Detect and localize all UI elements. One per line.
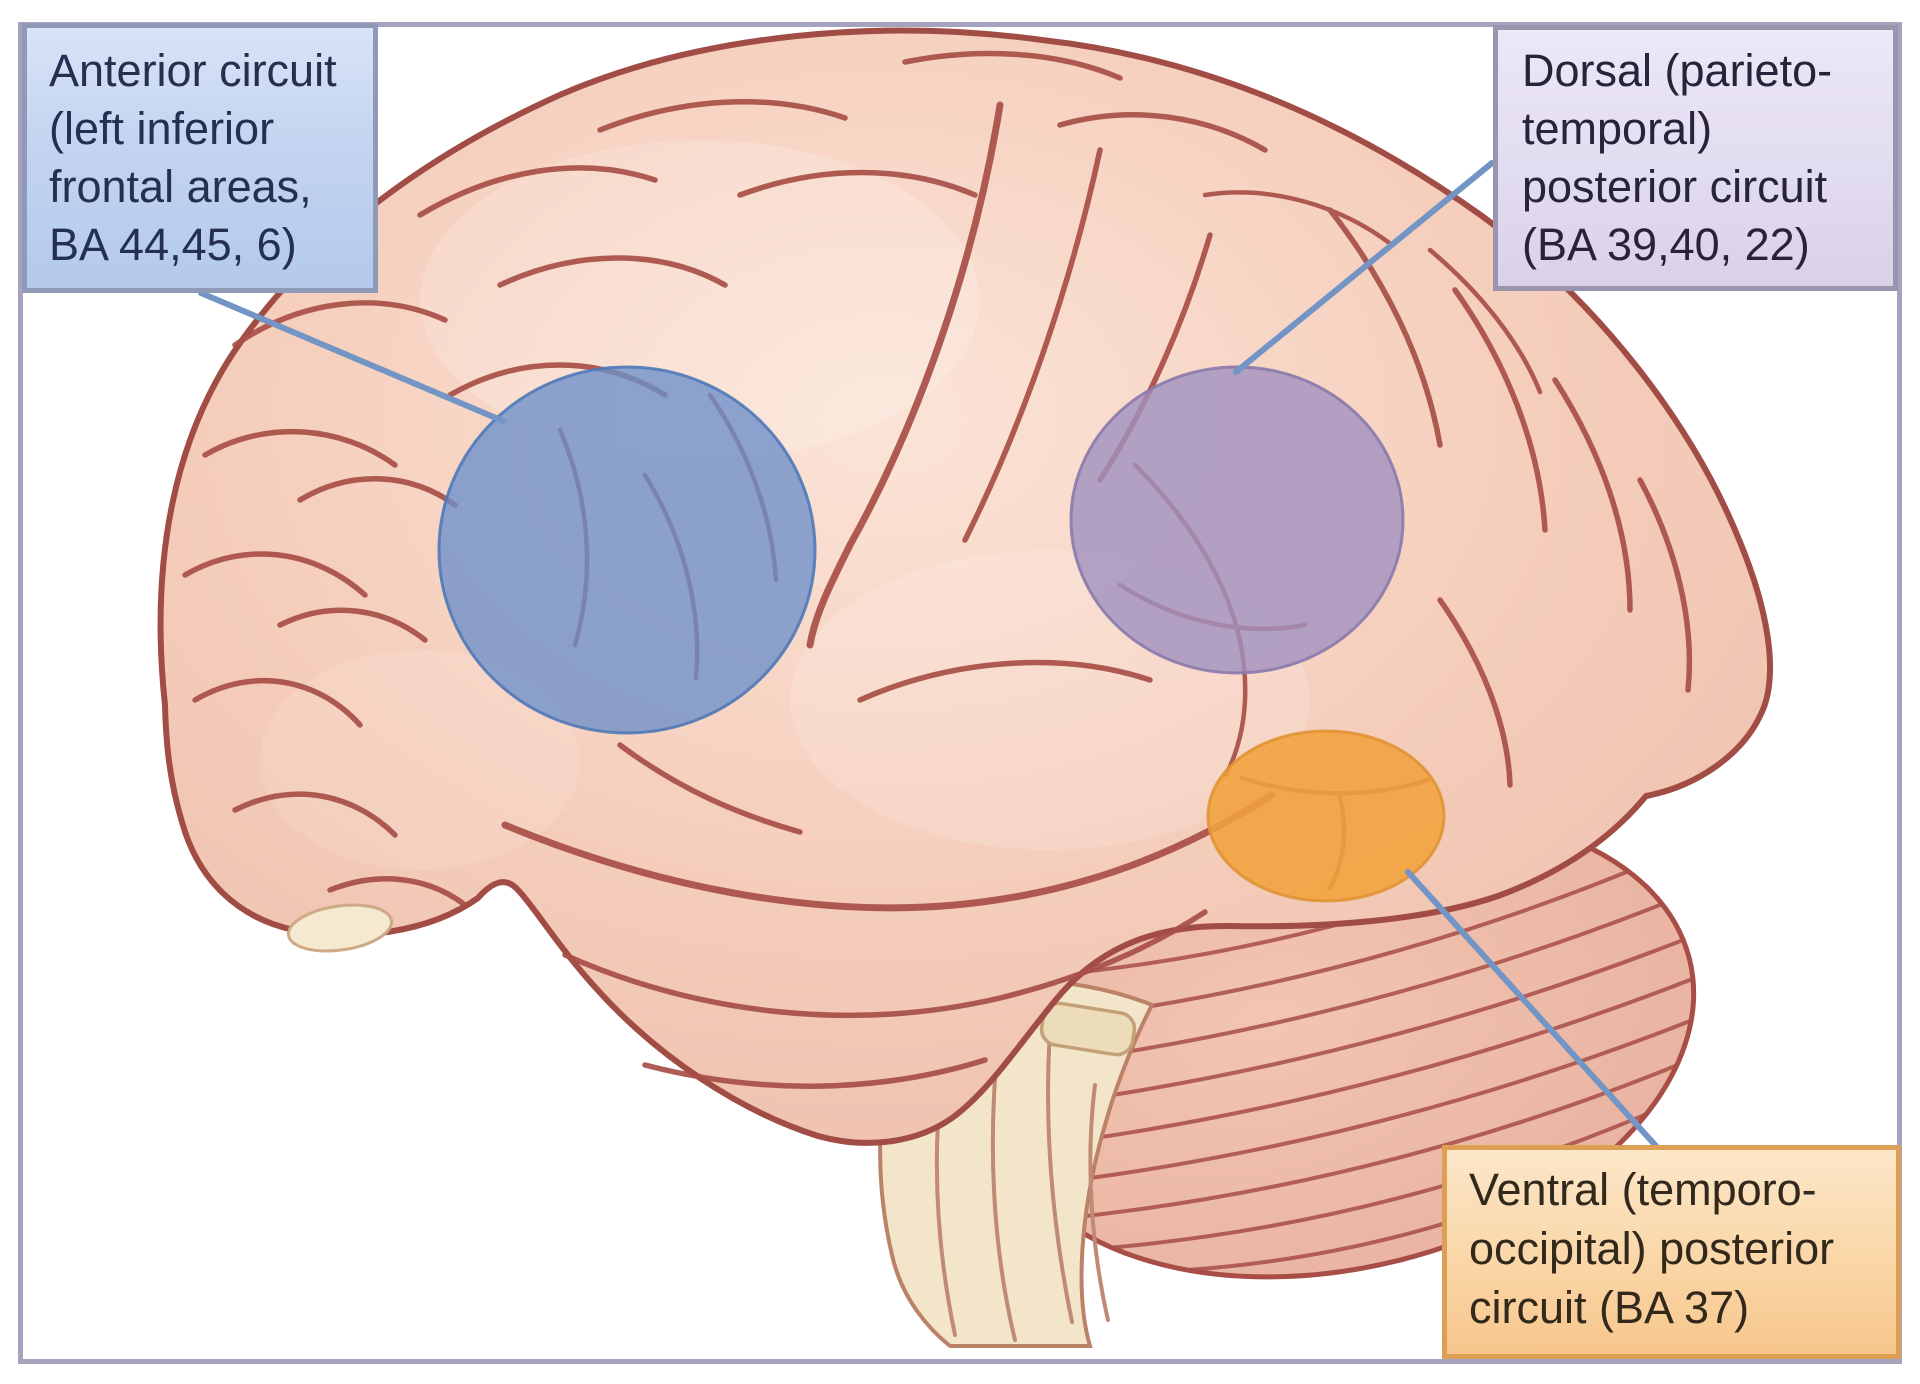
brainstem-strand — [1046, 1030, 1074, 1324]
sulcus-line — [1637, 477, 1693, 693]
sulcus-line — [597, 98, 848, 133]
label-line: BA 44,45, 6) — [49, 219, 297, 270]
label-line: (BA 39,40, 22) — [1522, 219, 1810, 270]
sulcus-line — [1552, 377, 1633, 613]
sulcus-line — [1452, 287, 1548, 533]
sulcus-superior-temporal — [562, 909, 1208, 1018]
sulcus-line — [232, 791, 398, 838]
label-line: circuit (BA 37) — [1469, 1282, 1750, 1333]
label-line: posterior circuit — [1522, 161, 1828, 212]
anterior-circuit-highlight — [437, 365, 817, 735]
sulcus-line — [232, 300, 448, 348]
label-ventral-posterior-circuit: Ventral (temporo- occipital) posterior c… — [1442, 1145, 1901, 1359]
sulcus-line — [297, 476, 458, 508]
sulcus-line — [497, 255, 728, 288]
orbital-bump — [286, 903, 394, 953]
ventral-circuit-highlight — [1206, 729, 1446, 903]
sulcus-line — [1427, 247, 1543, 395]
sulcus-central — [806, 101, 1004, 649]
brainstem-strand — [1088, 1083, 1110, 1322]
cerebellum-striation — [1109, 1112, 1649, 1250]
sulcus-line — [1057, 112, 1268, 153]
sulcus-line — [182, 551, 368, 598]
sulcus-line — [417, 165, 658, 218]
sulcus-line — [277, 607, 428, 643]
sulcus-precentral — [962, 147, 1103, 543]
label-line: Ventral (temporo- — [1469, 1164, 1817, 1215]
connector-line-dorsal — [1233, 160, 1495, 375]
cerebellum-striation — [1005, 977, 1695, 1152]
label-dorsal-posterior-circuit: Dorsal (parieto- temporal) posterior cir… — [1493, 25, 1898, 291]
brainstem-peduncle-tab — [1039, 1001, 1137, 1057]
label-line: Dorsal (parieto- — [1522, 45, 1833, 96]
sulcus-line — [857, 659, 1153, 703]
connector-line-anterior — [198, 290, 506, 424]
sulcus-line — [902, 50, 1123, 81]
label-anterior-circuit: Anterior circuit (left inferior frontal … — [22, 23, 378, 293]
connector-line-ventral — [1405, 869, 1659, 1149]
cerebellum-striation — [1059, 1063, 1679, 1221]
connector-lines — [198, 160, 1659, 1149]
sulcus-line — [327, 876, 468, 908]
label-line: occipital) posterior — [1469, 1223, 1835, 1274]
sulcus-middle-temporal — [642, 1057, 988, 1089]
sulcus-line — [1202, 190, 1395, 248]
sulcus-line — [202, 428, 398, 468]
dorsal-circuit-highlight — [1069, 365, 1405, 675]
cerebellum-striation — [1025, 1018, 1694, 1188]
label-line: Anterior circuit — [49, 45, 337, 96]
sulcus-line — [1327, 207, 1443, 448]
sulcus-line — [617, 742, 803, 835]
label-line: temporal) — [1522, 103, 1713, 154]
sulcus-line — [1437, 597, 1513, 788]
sulcus-line — [192, 677, 363, 728]
label-line: (left inferior — [49, 103, 275, 154]
label-line: frontal areas, — [49, 161, 312, 212]
sulcus-line — [737, 169, 978, 198]
sulcus-sylvian-fissure — [501, 791, 1276, 912]
